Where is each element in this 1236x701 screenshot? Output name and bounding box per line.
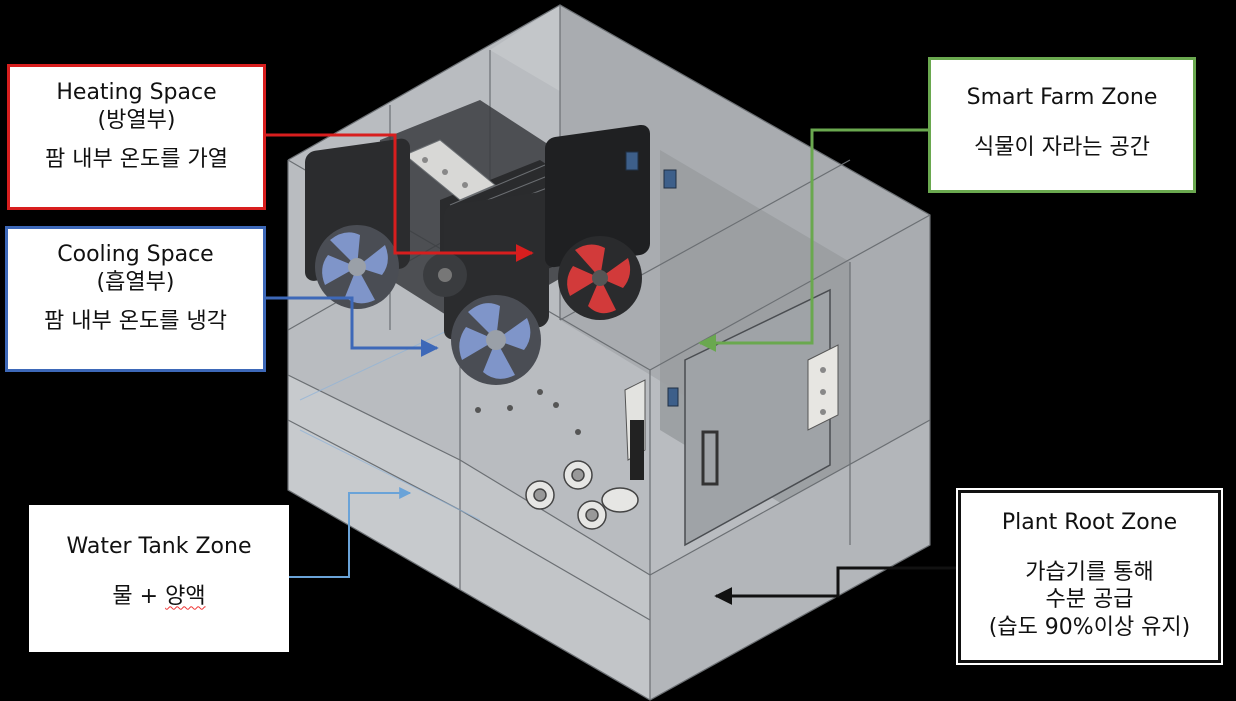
pump-icon xyxy=(525,460,639,530)
cooling-fan-icon xyxy=(444,192,549,385)
smart-farm-desc: 식물이 자라는 공간 xyxy=(974,134,1150,160)
hinge-icon xyxy=(807,344,839,431)
smart-farm-title: Smart Farm Zone xyxy=(966,85,1158,110)
door-handle-icon xyxy=(701,430,719,486)
water-tank-title: Water Tank Zone xyxy=(66,534,252,559)
cooling-title: Cooling Space xyxy=(57,242,214,267)
heating-fan-icon xyxy=(545,124,650,320)
plant-root-arrow xyxy=(714,566,958,605)
connector-icon xyxy=(625,151,679,407)
water-tank-desc-prefix: 물 + xyxy=(112,583,166,609)
plant-root-title: Plant Root Zone xyxy=(1001,510,1178,535)
heating-arrow xyxy=(266,133,534,262)
smart-farm-zone-label: Smart Farm Zone 식물이 자라는 공간 xyxy=(928,57,1196,193)
water-tank-desc-word: 양액 xyxy=(165,583,206,609)
cooling-space-label: Cooling Space (흡열부) 팜 내부 온도를 냉각 xyxy=(5,226,266,372)
plant-root-line1: 가습기를 통해 xyxy=(1025,559,1154,585)
heating-subtitle: (방열부) xyxy=(97,107,176,133)
cooling-arrow xyxy=(266,296,439,357)
cooling-desc: 팜 내부 온도를 냉각 xyxy=(44,309,227,334)
heating-space-label: Heating Space (방열부) 팜 내부 온도를 가열 xyxy=(7,64,266,210)
hinge-icon xyxy=(404,139,496,201)
water-tank-zone-label: Water Tank Zone 물 + 양액 xyxy=(29,505,289,652)
plant-root-line2: 수분 공급 xyxy=(1045,587,1134,612)
heating-desc: 팜 내부 온도를 가열 xyxy=(45,147,228,172)
water-tank-desc: 물 + 양액 xyxy=(29,583,289,611)
heating-title: Heating Space xyxy=(56,80,217,105)
smart-farm-arrow xyxy=(698,128,928,352)
cooling-subtitle: (흡열부) xyxy=(96,269,175,295)
cooling-fan-icon xyxy=(305,138,410,309)
small-fan-icon xyxy=(423,253,467,297)
bracket-icon xyxy=(624,379,646,480)
floor-holes xyxy=(475,389,581,435)
plant-root-line3: (습도 90%이상 유지) xyxy=(988,614,1191,640)
plant-root-zone-label: Plant Root Zone 가습기를 통해 수분 공급 (습도 90%이상 … xyxy=(956,488,1223,665)
water-tank-arrow xyxy=(289,487,412,578)
